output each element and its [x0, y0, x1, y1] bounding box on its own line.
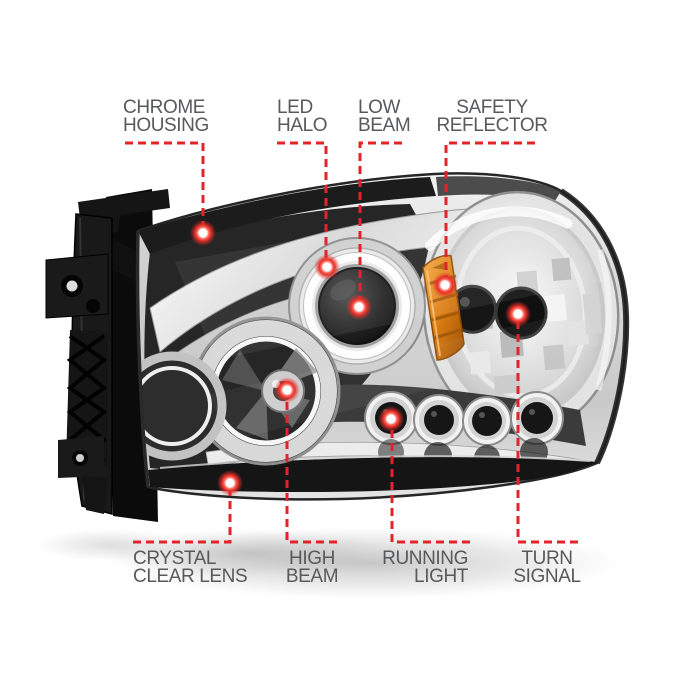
high-beam-assembly: [191, 316, 341, 466]
callout-running-light: [378, 406, 470, 544]
callout-line-high-beam: [285, 390, 337, 544]
callout-dot-high-beam: [274, 377, 300, 403]
callout-led-halo: [277, 141, 340, 280]
led-halo-ring: [304, 253, 410, 359]
callout-line-chrome-housing: [125, 141, 205, 233]
callout-high-beam: [274, 377, 337, 544]
mounting-bracket: [45, 189, 170, 522]
callout-line-low-beam: [358, 141, 402, 307]
callout-turn-signal: [505, 301, 578, 544]
label-high-beam: HIGH BEAM: [285, 548, 339, 588]
callout-dot-low-beam: [346, 294, 372, 320]
callout-dot-crystal-clear-lens: [217, 470, 243, 496]
label-safety-reflector: SAFETY REFLECTOR: [436, 97, 548, 137]
label-led-halo: LED HALO: [277, 97, 328, 137]
callout-dot-running-light: [378, 406, 404, 432]
callout-dot-safety-reflector: [432, 272, 458, 298]
callout-chrome-housing: [125, 141, 216, 246]
callout-line-crystal-clear-lens: [133, 483, 232, 544]
label-running-light: RUNNING LIGHT: [382, 548, 468, 588]
callout-dot-led-halo: [314, 254, 340, 280]
running-light-leds: [364, 391, 564, 446]
callout-line-safety-reflector: [444, 141, 535, 285]
callout-low-beam: [346, 141, 402, 320]
label-low-beam: LOW BEAM: [358, 97, 411, 137]
callout-dot-chrome-housing: [190, 220, 216, 246]
callout-line-running-light: [390, 419, 470, 544]
callout-line-led-halo: [277, 141, 328, 267]
label-turn-signal: TURN SIGNAL: [513, 548, 581, 588]
label-crystal-clear-lens: CRYSTAL CLEAR LENS: [133, 548, 248, 588]
callout-crystal-clear-lens: [133, 470, 243, 544]
label-chrome-housing: CHROME HOUSING: [123, 97, 209, 137]
left-partial-halo-ring: [137, 351, 227, 461]
callout-line-turn-signal: [516, 314, 578, 544]
callout-lines: [125, 141, 578, 544]
callout-safety-reflector: [432, 141, 535, 298]
callout-dot-turn-signal: [505, 301, 531, 327]
